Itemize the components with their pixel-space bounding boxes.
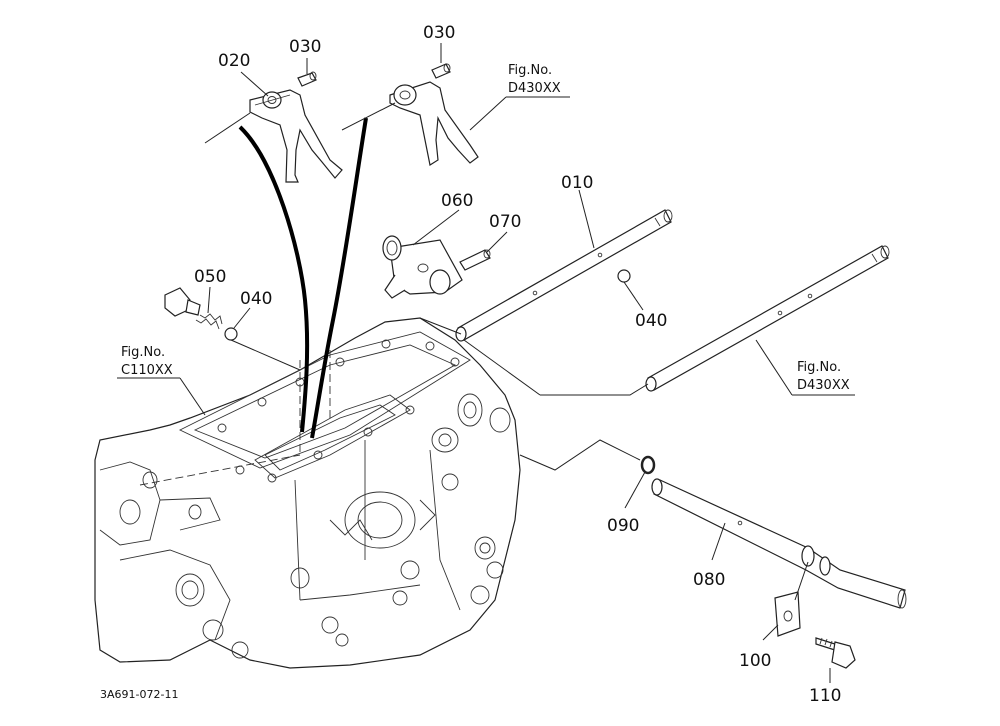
shift-rod-010 bbox=[455, 209, 673, 342]
label-part-040-right: 040 bbox=[635, 311, 667, 331]
leader-lines bbox=[117, 43, 855, 683]
figno-d430-right-value: D430XX bbox=[797, 378, 850, 393]
figno-c110-label: Fig.No. bbox=[121, 345, 165, 360]
label-part-050: 050 bbox=[194, 267, 226, 287]
shift-cables bbox=[238, 117, 368, 439]
pin-070 bbox=[459, 249, 491, 271]
axis-line-020 bbox=[204, 112, 251, 144]
shift-rod-080 bbox=[651, 478, 907, 609]
figno-c110-value: C110XX bbox=[121, 363, 173, 378]
ball-040-right bbox=[617, 269, 631, 283]
label-part-080: 080 bbox=[693, 570, 725, 590]
shift-fork-020 bbox=[249, 71, 343, 183]
label-part-060: 060 bbox=[441, 191, 473, 211]
figno-d430-right-label: Fig.No. bbox=[797, 360, 841, 375]
label-part-030-left: 030 bbox=[289, 37, 321, 57]
label-part-010: 010 bbox=[561, 173, 593, 193]
drawing-code: 3A691-072-11 bbox=[100, 688, 178, 701]
shift-rod-ref-d430 bbox=[645, 245, 890, 392]
label-part-040-left: 040 bbox=[240, 289, 272, 309]
shift-fork-ref-d430 bbox=[389, 63, 479, 166]
detent-plug-050 bbox=[164, 287, 223, 330]
axis-line-fork-ref bbox=[341, 102, 396, 131]
plate-100 bbox=[774, 591, 801, 637]
label-part-020: 020 bbox=[218, 51, 250, 71]
o-ring-090 bbox=[640, 455, 656, 475]
label-part-090: 090 bbox=[607, 516, 639, 536]
ball-040-left bbox=[224, 327, 238, 341]
shift-arm-060 bbox=[382, 235, 463, 299]
label-part-070: 070 bbox=[489, 212, 521, 232]
label-part-100: 100 bbox=[739, 651, 771, 671]
label-part-030-right: 030 bbox=[423, 23, 455, 43]
bolt-110 bbox=[815, 637, 856, 669]
figno-d430-top-label: Fig.No. bbox=[508, 63, 552, 78]
label-part-110: 110 bbox=[809, 686, 841, 706]
figno-d430-top-value: D430XX bbox=[508, 81, 561, 96]
transmission-case bbox=[94, 317, 521, 669]
